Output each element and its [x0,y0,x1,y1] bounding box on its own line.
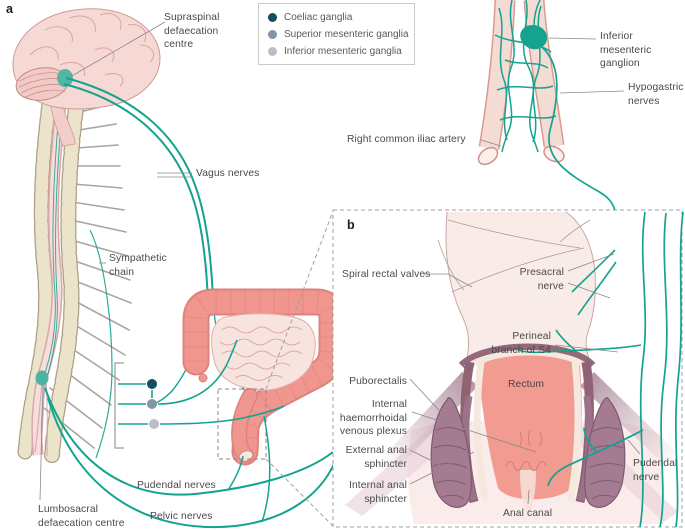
sympathetic-chain-line [89,229,113,459]
panel-a-letter: a [6,2,13,16]
zoom-connectors [265,210,334,527]
panel-b-nerves [517,211,684,528]
label-pudendal-nerves: Pudendal nerves [137,480,216,491]
inferior-mesenteric-ganglion-blob [520,24,548,50]
puborectalis-band-right [580,372,676,464]
label-pelvic-nerves: Pelvic nerves [150,511,213,522]
label-spiral-rectal-valves: Spiral rectal valves [342,269,431,280]
external-anal-sphincter-right [584,397,626,508]
panel-b-letter: b [347,218,355,232]
label-internal-haemorrhoidal-venous-plexus: Internal haemorrhoidal venous plexus [339,399,407,438]
label-right-common-iliac-artery: Right common iliac artery [347,134,466,145]
brain [12,8,161,147]
zoom-box [217,388,267,460]
ganglia-bracket [114,362,124,449]
haemorrhoidal-plexus-squiggle [505,429,547,471]
label-internal-anal-sphincter: Internal anal sphincter [349,480,407,505]
label-rectum: Rectum [508,379,545,390]
label-inferior-mesenteric-ganglion: Inferior mesenteric ganglion [600,31,652,70]
coeliac-ganglia-legend-dot [268,13,277,22]
label-presacral-nerve: Presacral nerve [519,267,564,292]
legend-item-label: Inferior mesenteric ganglia [284,46,402,57]
coeliac-ganglia-dot [147,379,157,389]
label-external-anal-sphincter: External anal sphincter [345,445,407,470]
colon [182,288,346,466]
legend-item-label: Coeliac ganglia [284,12,353,23]
label-hypogastric-nerves: Hypogastric nerves [628,82,684,107]
supraspinal-centre-dot [57,69,73,87]
label-perineal-branch-of-s4: Perineal branch of S4 [491,331,551,356]
ganglia-legend: Coeliac ganglia Superior mesenteric gang… [258,3,415,65]
legend-item-coeliac: Coeliac ganglia [268,12,406,23]
pointer-lines [39,21,641,505]
label-pudendal-nerve: Pudendal nerve [633,458,678,483]
legend-item-label: Superior mesenteric ganglia [284,29,409,40]
anal-canal-slit [520,470,536,516]
lumbosacral-centre-dot [35,370,49,386]
legend-item-superior-mesenteric: Superior mesenteric ganglia [268,29,409,40]
spinal-cord [31,91,68,457]
label-puborectalis: Puborectalis [349,376,407,387]
superior-mesenteric-legend-dot [268,30,277,39]
small-intestine [211,313,316,391]
label-vagus-nerves: Vagus nerves [196,168,260,179]
vertebral-column [17,96,84,463]
inferior-mesenteric-legend-dot [268,47,277,56]
hypogastric-plexus [494,0,557,153]
label-anal-canal: Anal canal [503,508,553,519]
inferior-mesenteric-ganglia-dot [149,419,159,429]
superior-mesenteric-ganglia-dot [147,399,157,409]
ganglia-chain [114,339,285,449]
label-sympathetic-chain: Sympathetic chain [109,253,167,278]
puborectalis-band-left [382,372,478,468]
label-supraspinal-defaecation-centre: Supraspinal defaecation centre [164,12,220,51]
rectal-bulb [437,211,596,363]
legend-item-inferior-mesenteric: Inferior mesenteric ganglia [268,46,406,57]
label-lumbosacral-defaecation-centre: Lumbosacral defaecation centre [38,504,125,529]
